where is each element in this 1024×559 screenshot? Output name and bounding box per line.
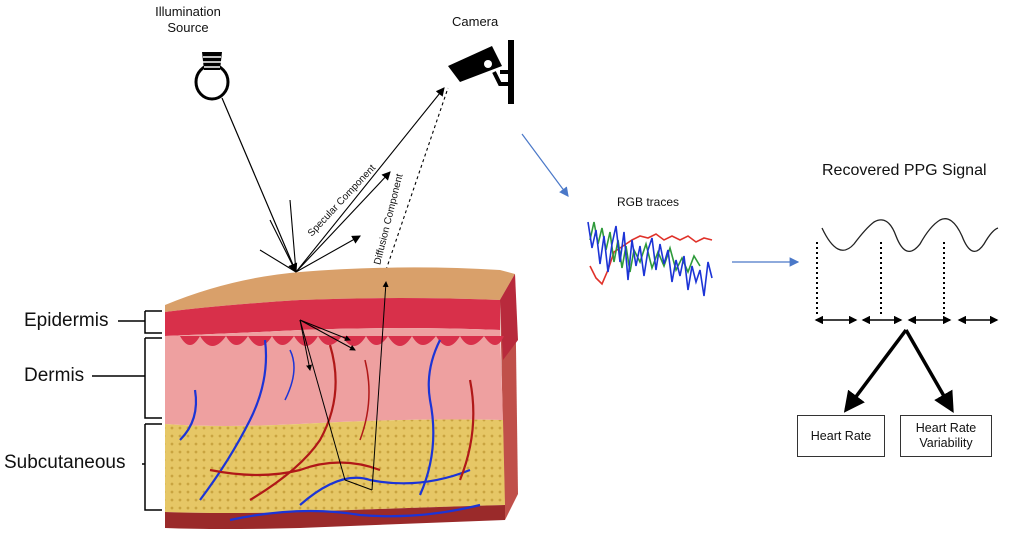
heart-rate-variability-box: Heart Rate Variability <box>900 415 992 457</box>
recovered-ppg-title: Recovered PPG Signal <box>822 162 987 180</box>
rgb-traces-plot <box>588 222 712 296</box>
subcutaneous-label: Subcutaneous <box>4 452 126 474</box>
camera-icon <box>448 40 514 104</box>
heart-rate-box: Heart Rate <box>797 415 885 457</box>
light-bulb-icon <box>196 52 228 99</box>
heart-rate-label: Heart Rate <box>811 429 871 444</box>
incident-light-ray <box>222 98 296 272</box>
illumination-source-label: Illumination Source <box>148 4 228 36</box>
illumination-line2: Source <box>148 20 228 36</box>
ppg-waveform <box>822 219 998 252</box>
hrv-line2: Variability <box>916 436 976 451</box>
split-arrows <box>846 330 952 410</box>
epidermis-label: Epidermis <box>24 310 108 332</box>
layer-brackets <box>92 311 162 510</box>
skin-cross-section <box>165 267 518 529</box>
rgb-traces-label: RGB traces <box>617 195 679 209</box>
hrv-line1: Heart Rate <box>916 421 976 436</box>
camera-label: Camera <box>452 14 498 29</box>
arrow-to-rgb-traces <box>522 134 568 196</box>
ppg-peak-markers <box>817 242 944 314</box>
illumination-line1: Illumination <box>148 4 228 20</box>
dermis-label: Dermis <box>24 365 84 387</box>
